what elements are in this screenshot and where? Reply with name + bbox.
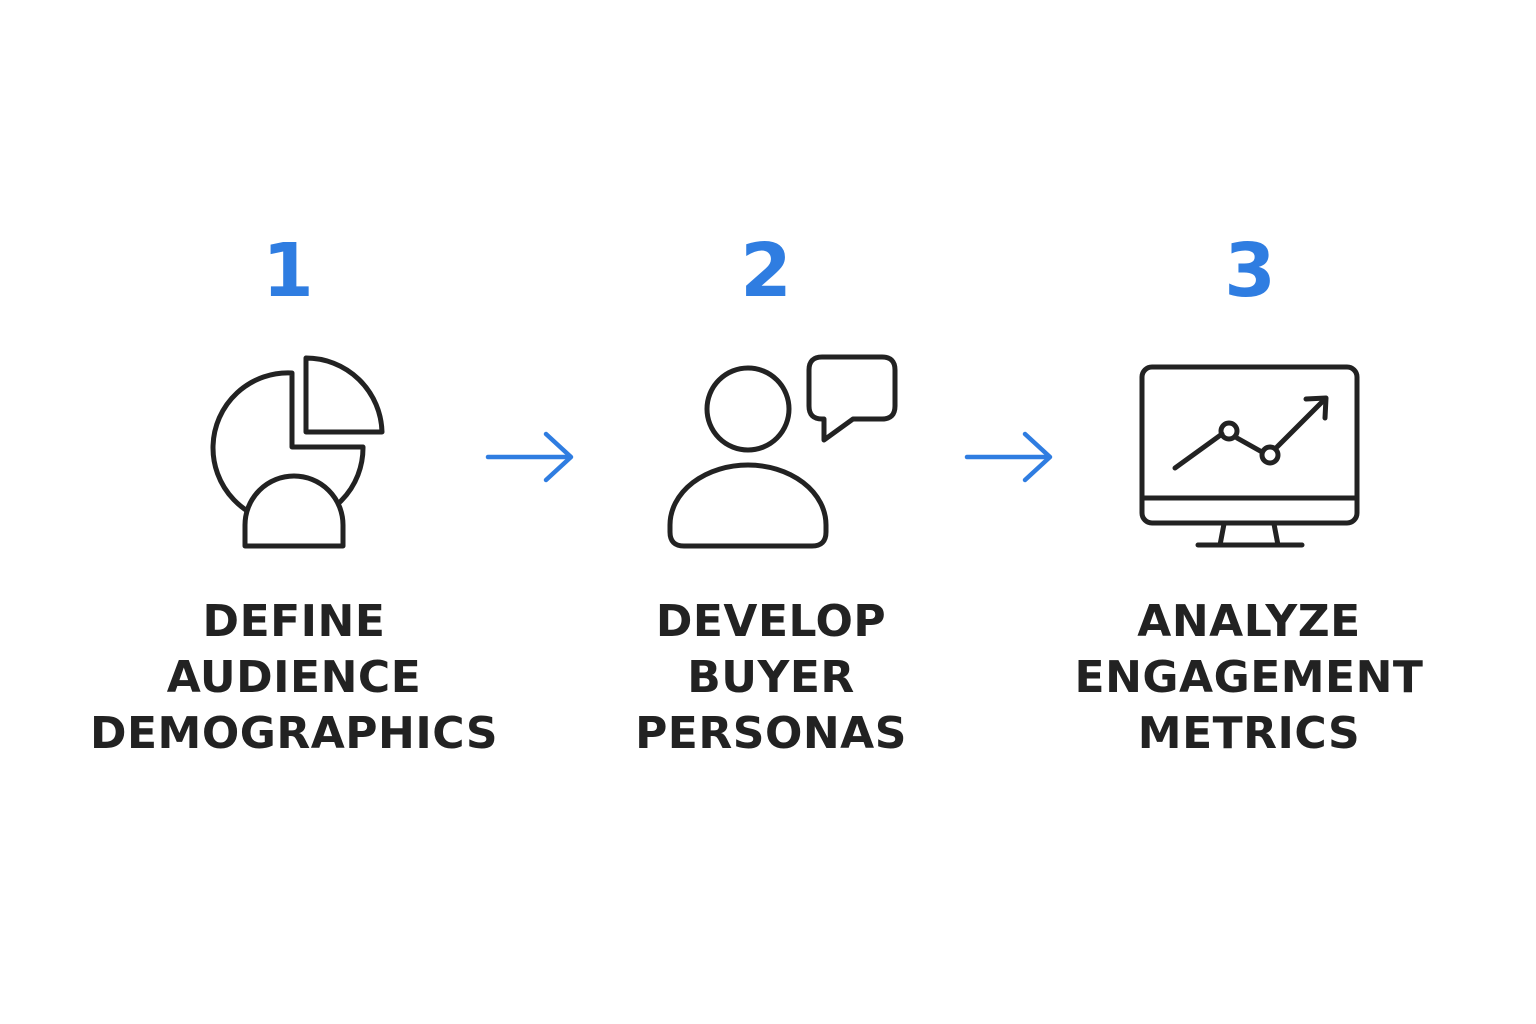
arrow-right-icon — [485, 431, 574, 483]
step-2-label: DEVELOP BUYER PERSONAS — [635, 596, 907, 759]
step-1-number: 1 — [262, 228, 314, 314]
step-2-number: 2 — [740, 228, 792, 314]
step-3-label: ANALYZE ENGAGEMENT METRICS — [1074, 596, 1424, 759]
step-3-number: 3 — [1224, 228, 1276, 314]
arrow-right-icon — [964, 431, 1053, 483]
monitor-trend-chart-icon — [1139, 364, 1360, 548]
pie-chart-person-icon — [210, 355, 385, 549]
person-speech-bubble-icon — [667, 354, 898, 549]
step-1-label: DEFINE AUDIENCE DEMOGRAPHICS — [89, 596, 499, 759]
